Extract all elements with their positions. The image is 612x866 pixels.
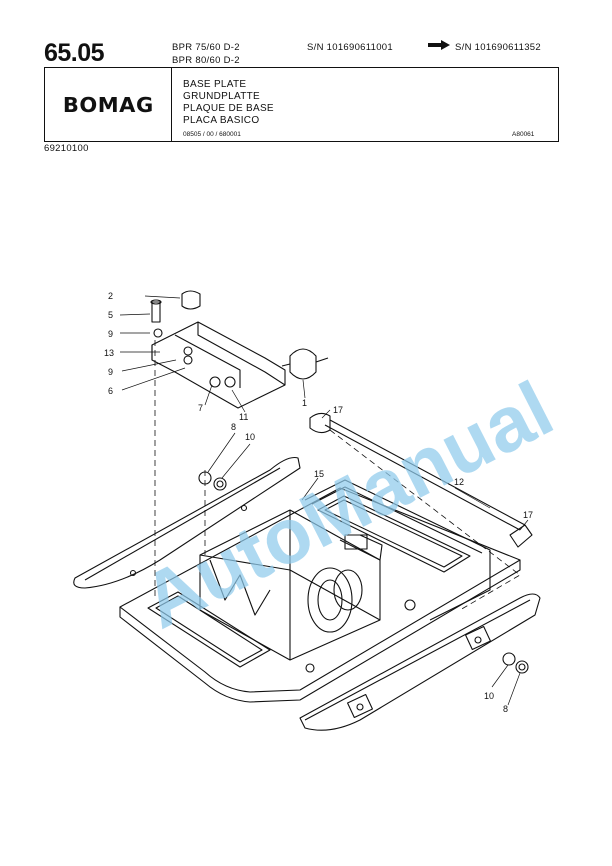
callout-label: 17 (523, 510, 533, 520)
title-block: BOMAG BASE PLATE GRUNDPLATTE PLAQUE DE B… (44, 67, 559, 142)
title-spanish: PLACA BASICO (183, 115, 260, 126)
shaft (324, 419, 526, 531)
title-german: GRUNDPLATTE (183, 91, 261, 102)
callout-label: 9 (108, 329, 113, 339)
serial-from: S/N 101690611001 (307, 42, 393, 53)
callout-label: 9 (108, 367, 113, 377)
knob (181, 290, 201, 310)
page-number: 65.05 (44, 39, 105, 67)
callout-label: 13 (104, 348, 114, 358)
callout-label: 7 (198, 403, 203, 413)
callout-labels: 2 5 9 13 9 6 7 11 1 17 8 10 15 12 17 10 … (104, 291, 533, 714)
callout-label: 10 (484, 691, 494, 701)
model-label-1: BPR 75/60 D-2 (172, 42, 240, 53)
brand-logo: BOMAG (62, 92, 154, 117)
reference-code: A80061 (512, 131, 535, 138)
callout-label: 12 (454, 477, 464, 487)
model-label-2: BPR 80/60 D-2 (172, 55, 240, 66)
document-code: 08505 / 00 / 680001 (183, 131, 241, 138)
callout-label: 1 (302, 398, 307, 408)
serial-to: S/N 101690611352 (455, 42, 541, 53)
callout-label: 2 (108, 291, 113, 301)
frame (304, 479, 491, 621)
rubber-mount (289, 348, 317, 380)
title-french: PLAQUE DE BASE (183, 103, 274, 114)
callout-label: 8 (503, 704, 508, 714)
watermark: AutoManual (128, 364, 566, 645)
callout-label: 17 (333, 405, 343, 415)
left-skid (73, 456, 301, 589)
base-plate (119, 487, 521, 693)
engine-bracket (151, 321, 286, 409)
arrow-right-icon (428, 40, 450, 50)
callout-label: 11 (239, 412, 248, 422)
callout-label: 8 (231, 422, 236, 432)
callout-label: 6 (108, 386, 113, 396)
title-english: BASE PLATE (183, 79, 247, 90)
right-skid (299, 593, 541, 731)
callout-label: 15 (314, 469, 324, 479)
callout-label: 10 (245, 432, 255, 442)
part-number: 69210100 (44, 143, 89, 154)
callout-label: 5 (108, 310, 113, 320)
logo-cell: BOMAG (45, 68, 172, 141)
